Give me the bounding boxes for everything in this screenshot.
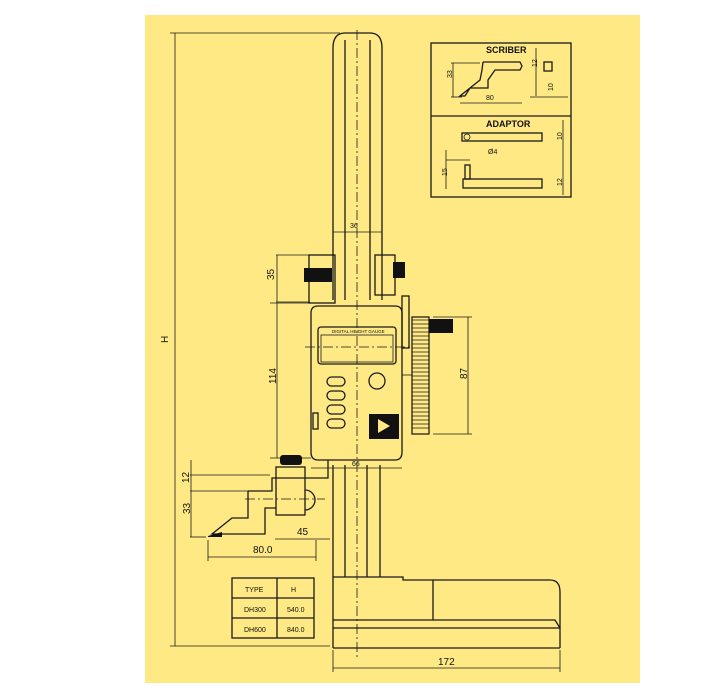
svg-text:12: 12 — [532, 59, 539, 67]
svg-text:45: 45 — [297, 527, 309, 538]
svg-text:12: 12 — [181, 471, 192, 483]
svg-text:35: 35 — [266, 268, 277, 280]
svg-text:80: 80 — [486, 95, 494, 102]
svg-text:10: 10 — [557, 132, 564, 140]
svg-text:Ø4: Ø4 — [488, 149, 497, 156]
svg-text:66: 66 — [352, 461, 360, 468]
svg-text:33: 33 — [182, 502, 193, 514]
gauge-body: DIGITAL HEIGHT GAUGE 66 114 — [268, 295, 410, 469]
table-cell: DH300 — [244, 607, 266, 614]
column: 36 — [332, 30, 383, 660]
accessory-inset: SCRIBER 33 80 12 10 ADAPTOR Ø4 15 10 12 — [430, 42, 572, 198]
table-header-h: H — [291, 587, 296, 594]
drawing-background — [145, 15, 640, 683]
table-header-type: TYPE — [245, 587, 264, 594]
svg-text:DIGITAL HEIGHT GAUGE: DIGITAL HEIGHT GAUGE — [332, 329, 385, 334]
svg-text:114: 114 — [268, 368, 279, 384]
scriber-holder: 12 33 45 80.0 — [181, 455, 330, 561]
top-clamp: 35 — [266, 254, 405, 304]
svg-text:87: 87 — [459, 367, 470, 379]
svg-text:172: 172 — [438, 657, 455, 668]
base: 172 — [332, 576, 561, 672]
round-button — [368, 372, 386, 390]
adjust-wheel: 87 — [402, 316, 472, 435]
svg-text:H: H — [160, 336, 171, 343]
table-cell: DH600 — [244, 627, 266, 634]
dimension-H: H — [160, 32, 340, 647]
scriber-title: SCRIBER — [486, 45, 527, 55]
play-icon — [378, 419, 390, 433]
svg-text:10: 10 — [548, 83, 555, 91]
svg-text:12: 12 — [557, 178, 564, 186]
svg-text:15: 15 — [442, 168, 449, 176]
svg-text:80.0: 80.0 — [253, 545, 273, 556]
svg-text:33: 33 — [447, 70, 454, 78]
type-table: TYPE H DH300 540.0 DH600 840.0 — [231, 577, 315, 639]
adaptor-title: ADAPTOR — [486, 119, 531, 129]
svg-text:36: 36 — [350, 223, 358, 230]
keypad-buttons — [326, 376, 346, 429]
table-cell: 540.0 — [287, 607, 305, 614]
table-cell: 840.0 — [287, 627, 305, 634]
